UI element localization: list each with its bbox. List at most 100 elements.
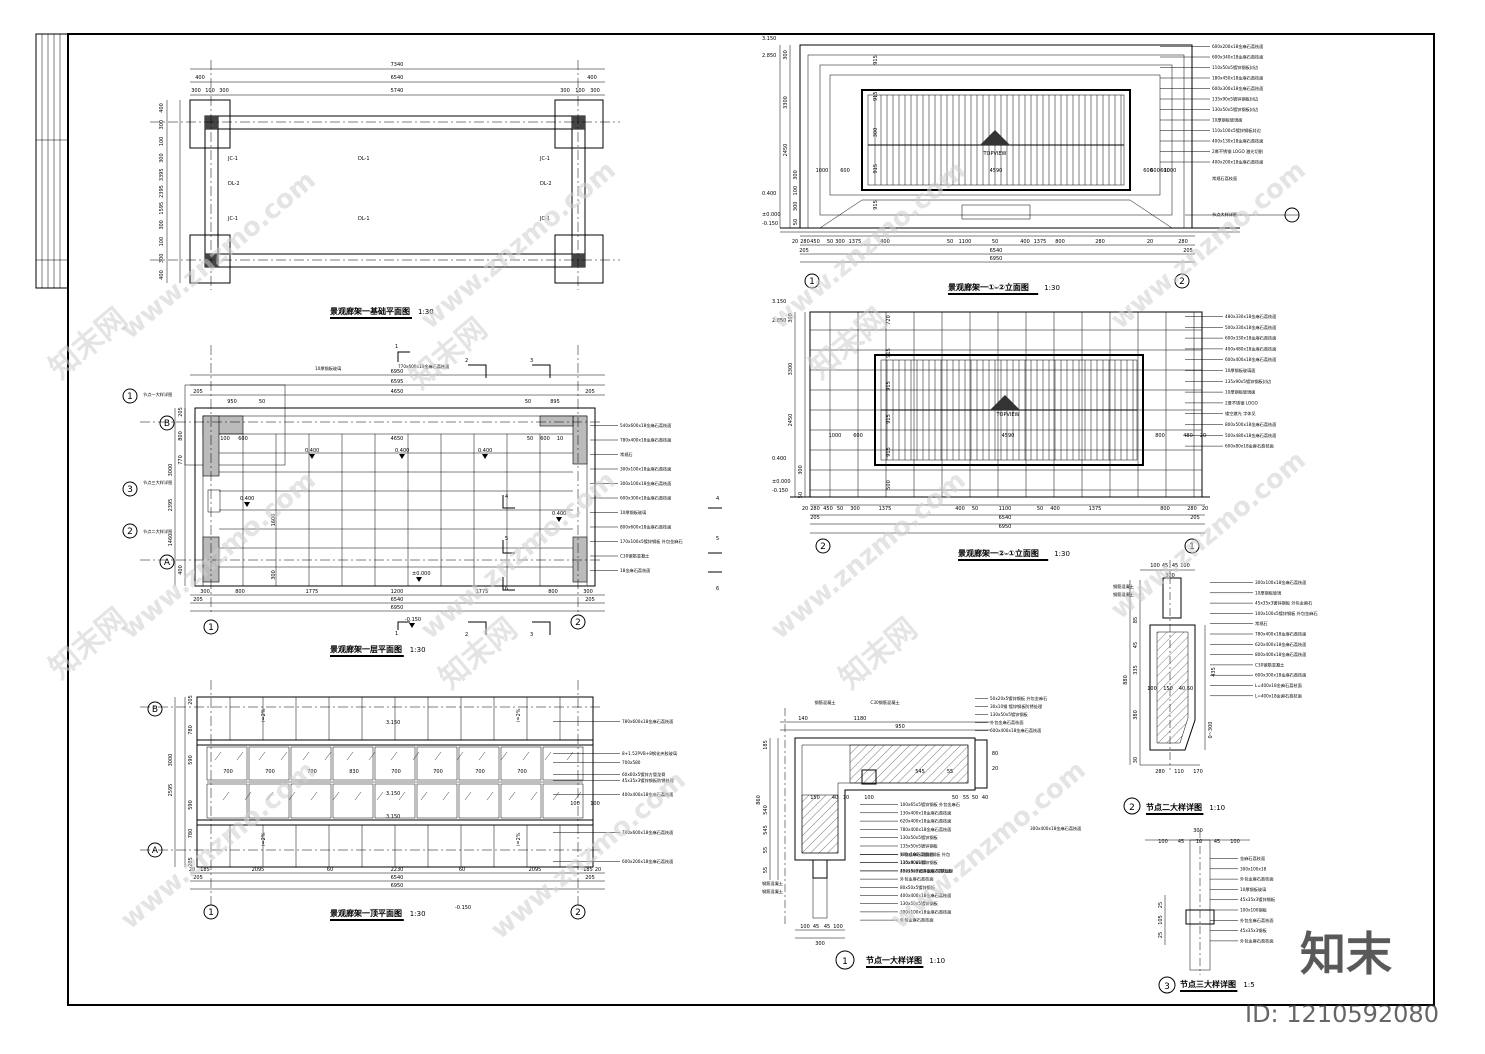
dim-text: 3395 <box>159 168 165 181</box>
elevation-1-2 <box>779 44 1300 263</box>
section-mark: 6 <box>716 586 719 592</box>
callout-note: 780x600x18金麻石荔枝面 <box>622 829 673 836</box>
dim-text: 800 <box>235 589 245 595</box>
dim-text: 545 <box>763 825 769 835</box>
callout-note: 800x600x18金麻石荔枝面 <box>620 524 671 531</box>
dim-text: 50 <box>952 795 958 801</box>
dim-text: 3300 <box>783 96 789 109</box>
dim-text: 2450 <box>788 414 794 427</box>
node1-detail <box>769 708 990 939</box>
dim-text: 300 <box>200 589 210 595</box>
axis-bubble <box>203 904 219 920</box>
callout-note: 620x400x18金麻石荔枝面 <box>900 818 951 825</box>
level-mark: 0.400 <box>395 448 409 454</box>
callout-note: 480x330x18金麻石荔枝面 <box>1225 313 1276 320</box>
dim-text: 1375 <box>1034 239 1047 245</box>
dim-text: 100 <box>220 436 230 442</box>
callout-note: 外包金麻石荔枝面 <box>1240 917 1274 924</box>
axis-label: 2 <box>1179 277 1185 287</box>
dim-text: 205 <box>193 875 203 881</box>
dim-text: 280 <box>1095 239 1105 245</box>
section-mark: 4 <box>716 496 719 502</box>
dim-text: 300 <box>159 254 165 264</box>
dim-text: 50 <box>947 239 953 245</box>
callout-note: 135x90x5镀锌钢板封边 <box>1225 378 1272 385</box>
dim-text: 205 <box>1183 248 1193 254</box>
roof-plan <box>140 680 605 905</box>
callout-note: 节点三大样详图 <box>143 479 172 486</box>
dim-text: 6540 <box>990 248 1003 254</box>
member-label: DL-2 <box>228 181 240 187</box>
level-mark: 3.150 <box>386 814 400 820</box>
dim-text: 1595 <box>159 202 165 215</box>
level-mark: 0.400 <box>552 511 566 517</box>
dim-text: 300 <box>793 202 799 212</box>
axis-bubble <box>1184 538 1200 554</box>
dim-text: 100 <box>159 237 165 247</box>
drawing-title: 节点一大样详图 <box>866 955 922 965</box>
member-label: JC-1 <box>227 216 238 222</box>
dim-text: 590 <box>188 755 194 765</box>
callout-note: 135x90x5镀锌钢板封边 <box>1212 96 1259 103</box>
dim-text: 6595 <box>391 379 404 385</box>
watermark-stamp: 知末网 <box>833 611 924 696</box>
dim-text: 280 <box>800 239 810 245</box>
dim-text: 6950 <box>999 524 1012 530</box>
axis-label: 1 <box>1189 542 1195 552</box>
dim-text: 300 <box>219 88 229 94</box>
drawing-title: 节点三大样详图 <box>1180 979 1236 989</box>
dim-text: 280 <box>1178 239 1188 245</box>
dim-text: 3300 <box>788 363 794 376</box>
drawing-scale: 1:30 <box>410 646 426 654</box>
axis-label: B <box>152 705 158 715</box>
callout-note: 45x35x3镀锌钢板防锈处理 <box>622 777 675 784</box>
callout-note: 770x600x18金麻石荔枝面 <box>398 363 449 370</box>
axis-label: 1 <box>208 908 214 918</box>
callout-note: 300x100x18 <box>1240 866 1267 871</box>
dim-text: 80 <box>992 751 998 757</box>
member-label: DL-2 <box>540 181 552 187</box>
axis-label: 2 <box>575 908 581 918</box>
axis-bubble <box>147 842 163 858</box>
dim-text: 4650 <box>391 389 404 395</box>
drawing-scale: 1:10 <box>1209 804 1225 812</box>
dim-text: 60 <box>327 867 333 873</box>
level-triangle <box>409 623 415 628</box>
dim-text: 400 <box>159 270 165 280</box>
elevation-2-1-text: 3.1502.8500.400±0.000-0.1503003300245030… <box>772 299 1276 561</box>
dim-text: 600 <box>1150 168 1160 174</box>
dim-text: 800 <box>1160 506 1170 512</box>
callout-note: 130x400x18金麻石荔枝面 <box>900 809 951 816</box>
dim-text: 1775 <box>306 589 319 595</box>
callout-note: 18金麻石荔枝面 <box>620 567 650 574</box>
callout-note: 45x35x3钢板 <box>1240 927 1267 934</box>
dim-text: 800 <box>548 589 558 595</box>
callout-note: 钢筋混凝土 <box>815 699 836 706</box>
callout-note: 110x400x30 <box>900 860 927 865</box>
axis-bubble <box>122 523 138 539</box>
callout-note: 110x100x5镀锌钢板封边 <box>1212 127 1262 134</box>
dim-text: 700 <box>223 769 233 775</box>
dim-text: 205 <box>188 695 194 705</box>
level-mark: ±0.000 <box>772 479 791 485</box>
dim-text: 100 <box>1158 839 1168 845</box>
dim-text: 100 <box>793 186 799 196</box>
watermark-stamp: 知末网 <box>43 301 134 386</box>
axis-label: 2 <box>127 527 133 537</box>
callout-note: 100x100x5镀锌钢板 外包金麻石 <box>1255 610 1318 617</box>
axis-bubble <box>804 273 820 289</box>
level-mark: 0.400 <box>772 456 786 462</box>
dim-text: 600 <box>840 168 850 174</box>
slope-mark: i=2% <box>261 832 267 846</box>
member-label: DL-1 <box>358 216 370 222</box>
callout-note: L=400x18金麻石荔枝面 <box>1255 692 1302 699</box>
dim-text: 800 <box>178 431 184 441</box>
dim-text: 100 <box>1150 563 1160 569</box>
dim-text: 100 <box>205 88 215 94</box>
drawing-scale: 1:10 <box>929 957 945 965</box>
callout-note: 钢筋混凝土 <box>1113 591 1134 598</box>
callout-note: 外包金麻石荔枝面 <box>900 917 934 924</box>
callout-note: 10厚钢板玻璃面 <box>1225 389 1255 396</box>
